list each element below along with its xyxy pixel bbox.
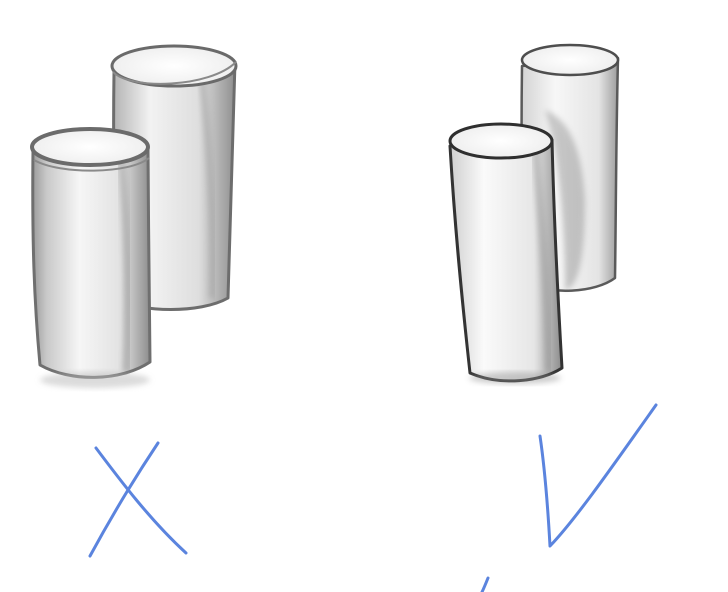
example-right <box>448 43 658 592</box>
example-wrong <box>30 44 238 558</box>
x-mark <box>88 441 188 558</box>
front-cylinder-wrong <box>30 127 152 388</box>
check-mark <box>480 403 658 592</box>
front-cylinder-right <box>448 122 564 384</box>
